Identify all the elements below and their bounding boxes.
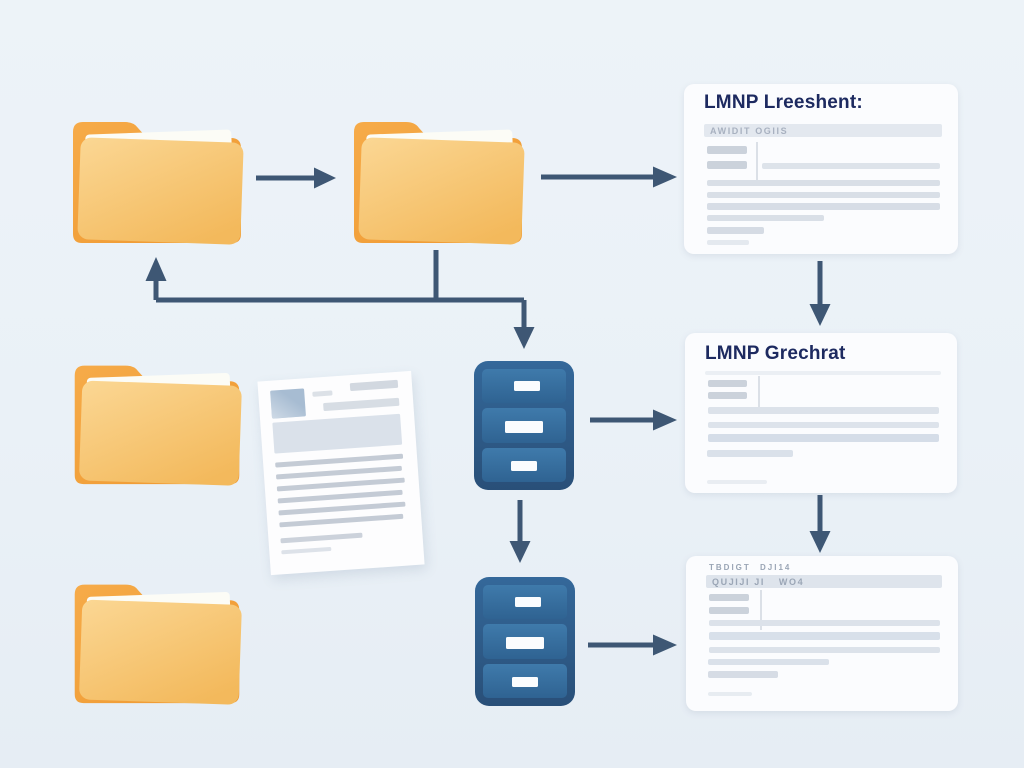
placeholder-bar: [708, 434, 939, 442]
arrow-statement-to-report-card: [809, 261, 831, 326]
folder-icon-top-left: [63, 102, 251, 248]
statement-table-header: AWIDIT OGIIS: [704, 124, 942, 137]
placeholder-bar: [708, 671, 778, 678]
arrow-folder2-to-statement-card: [541, 166, 677, 188]
detail-table-header: QUJIJI JI WO4: [706, 575, 942, 588]
table-divider: [760, 590, 762, 630]
placeholder-bar: [323, 397, 400, 412]
arrow-folder1-to-folder2: [256, 167, 336, 189]
file-cabinet-icon-lower: [474, 576, 576, 707]
placeholder-bar: [708, 392, 747, 399]
placeholder-bar: [707, 480, 767, 484]
detail-card: TBDIGT DJI14 QUJIJI JI WO4: [686, 556, 958, 711]
detail-header-left: QUJIJI JI: [712, 576, 765, 587]
document-page-icon: [257, 370, 425, 576]
placeholder-bar: [707, 240, 749, 245]
placeholder-bar: [707, 450, 793, 457]
file-cabinet-icon-upper: [473, 360, 575, 491]
arrow-branch-folder2-to-folder1-and-cabinet: [145, 250, 535, 349]
placeholder-bar: [709, 620, 940, 626]
placeholder-bar: [277, 489, 403, 504]
placeholder-bar: [707, 203, 940, 210]
placeholder-bar: [281, 546, 332, 555]
folder-icon-middle-left: [63, 346, 251, 489]
placeholder-bar: [707, 192, 940, 198]
report-card-title: LMNP Grechrat: [705, 343, 846, 364]
report-card: LMNP Grechrat: [685, 333, 957, 493]
placeholder-bar: [275, 465, 402, 480]
table-divider: [758, 376, 760, 414]
arrow-report-to-detail-card: [809, 495, 831, 553]
detail-header-right: WO4: [778, 576, 805, 587]
placeholder-bar: [279, 513, 404, 528]
image-placeholder-block: [272, 413, 403, 454]
placeholder-bar: [312, 390, 333, 397]
document-thumbnail: [270, 388, 306, 419]
placeholder-bar: [707, 227, 764, 234]
placeholder-bar: [709, 632, 940, 640]
placeholder-bar: [276, 477, 405, 492]
placeholder-bar: [707, 180, 940, 186]
placeholder-bar: [708, 692, 752, 696]
placeholder-bar: [708, 422, 939, 428]
placeholder-bar: [709, 647, 940, 653]
placeholder-bar: [709, 607, 749, 614]
statement-card: LMNP Lreeshent: AWIDIT OGIIS: [684, 84, 958, 254]
placeholder-bar: [349, 379, 399, 392]
placeholder-bar: [707, 146, 747, 154]
placeholder-bar: [708, 407, 939, 414]
table-divider: [756, 142, 758, 184]
statement-table-header-text: AWIDIT OGIIS: [710, 125, 789, 136]
placeholder-bar: [707, 161, 747, 169]
placeholder-bar: [707, 215, 824, 221]
placeholder-bar: [708, 380, 747, 387]
arrow-cabinet1-to-cabinet2: [509, 500, 531, 563]
placeholder-bar: [762, 163, 940, 169]
placeholder-bar: [705, 371, 941, 375]
placeholder-bar: [280, 532, 363, 544]
detail-meta-left: TBDIGT: [709, 563, 751, 572]
folder-icon-top-middle: [344, 102, 532, 248]
placeholder-bar: [278, 501, 406, 516]
placeholder-bar: [275, 453, 404, 468]
detail-meta-right: DJI14: [760, 563, 792, 572]
statement-card-title: LMNP Lreeshent:: [704, 92, 863, 113]
folder-icon-bottom-left: [63, 565, 251, 708]
placeholder-bar: [708, 659, 829, 665]
arrow-cabinet2-to-detail-card: [588, 634, 677, 656]
arrow-cabinet1-to-report-card: [590, 409, 677, 431]
placeholder-bar: [709, 594, 749, 601]
